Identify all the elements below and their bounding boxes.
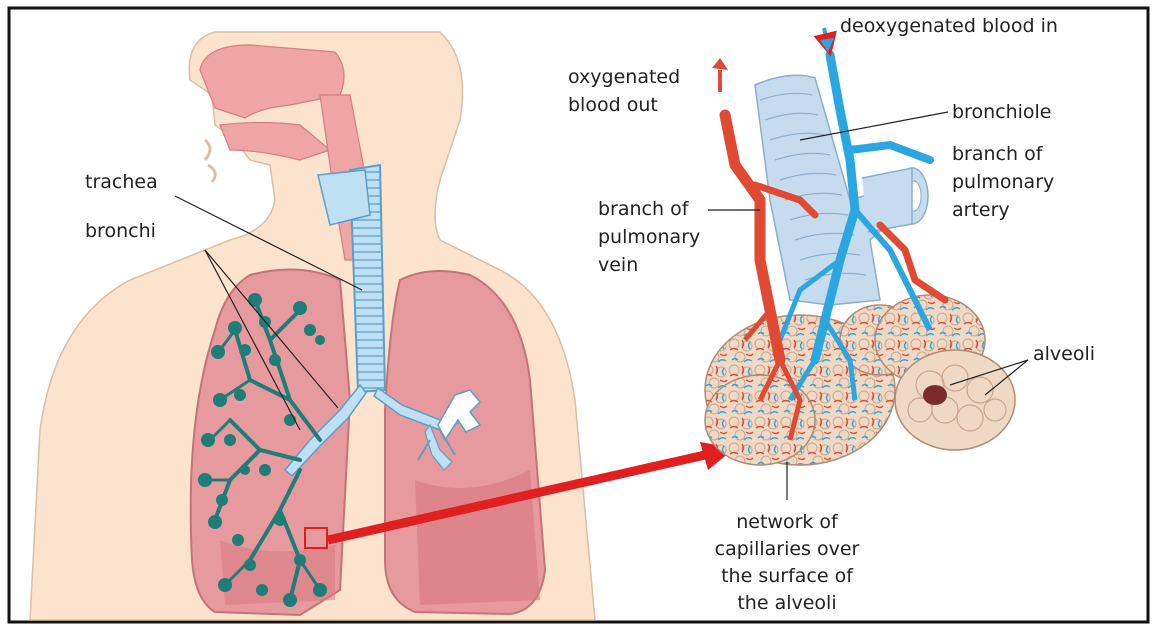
label-artery-line1: branch of xyxy=(952,143,1044,165)
label-oxygenated-line1: oxygenated xyxy=(568,66,680,88)
label-vein-line2: pulmonary xyxy=(598,226,700,248)
label-vein-line3: vein xyxy=(598,254,638,276)
label-alveoli: alveoli xyxy=(1033,343,1095,365)
label-network-line3: the surface of xyxy=(721,565,854,587)
label-network-line1: network of xyxy=(736,511,839,533)
label-network-line4: the alveoli xyxy=(737,592,836,614)
label-vein-line1: branch of xyxy=(598,198,690,220)
label-deoxygenated: deoxygenated blood in xyxy=(840,15,1058,37)
label-artery-line2: pulmonary xyxy=(952,171,1054,193)
label-bronchi: bronchi xyxy=(85,220,156,242)
label-oxygenated-line2: blood out xyxy=(568,94,658,116)
label-bronchiole: bronchiole xyxy=(952,101,1051,123)
label-network-line2: capillaries over xyxy=(715,538,860,560)
label-artery-line3: artery xyxy=(952,199,1010,221)
label-trachea: trachea xyxy=(85,171,158,193)
